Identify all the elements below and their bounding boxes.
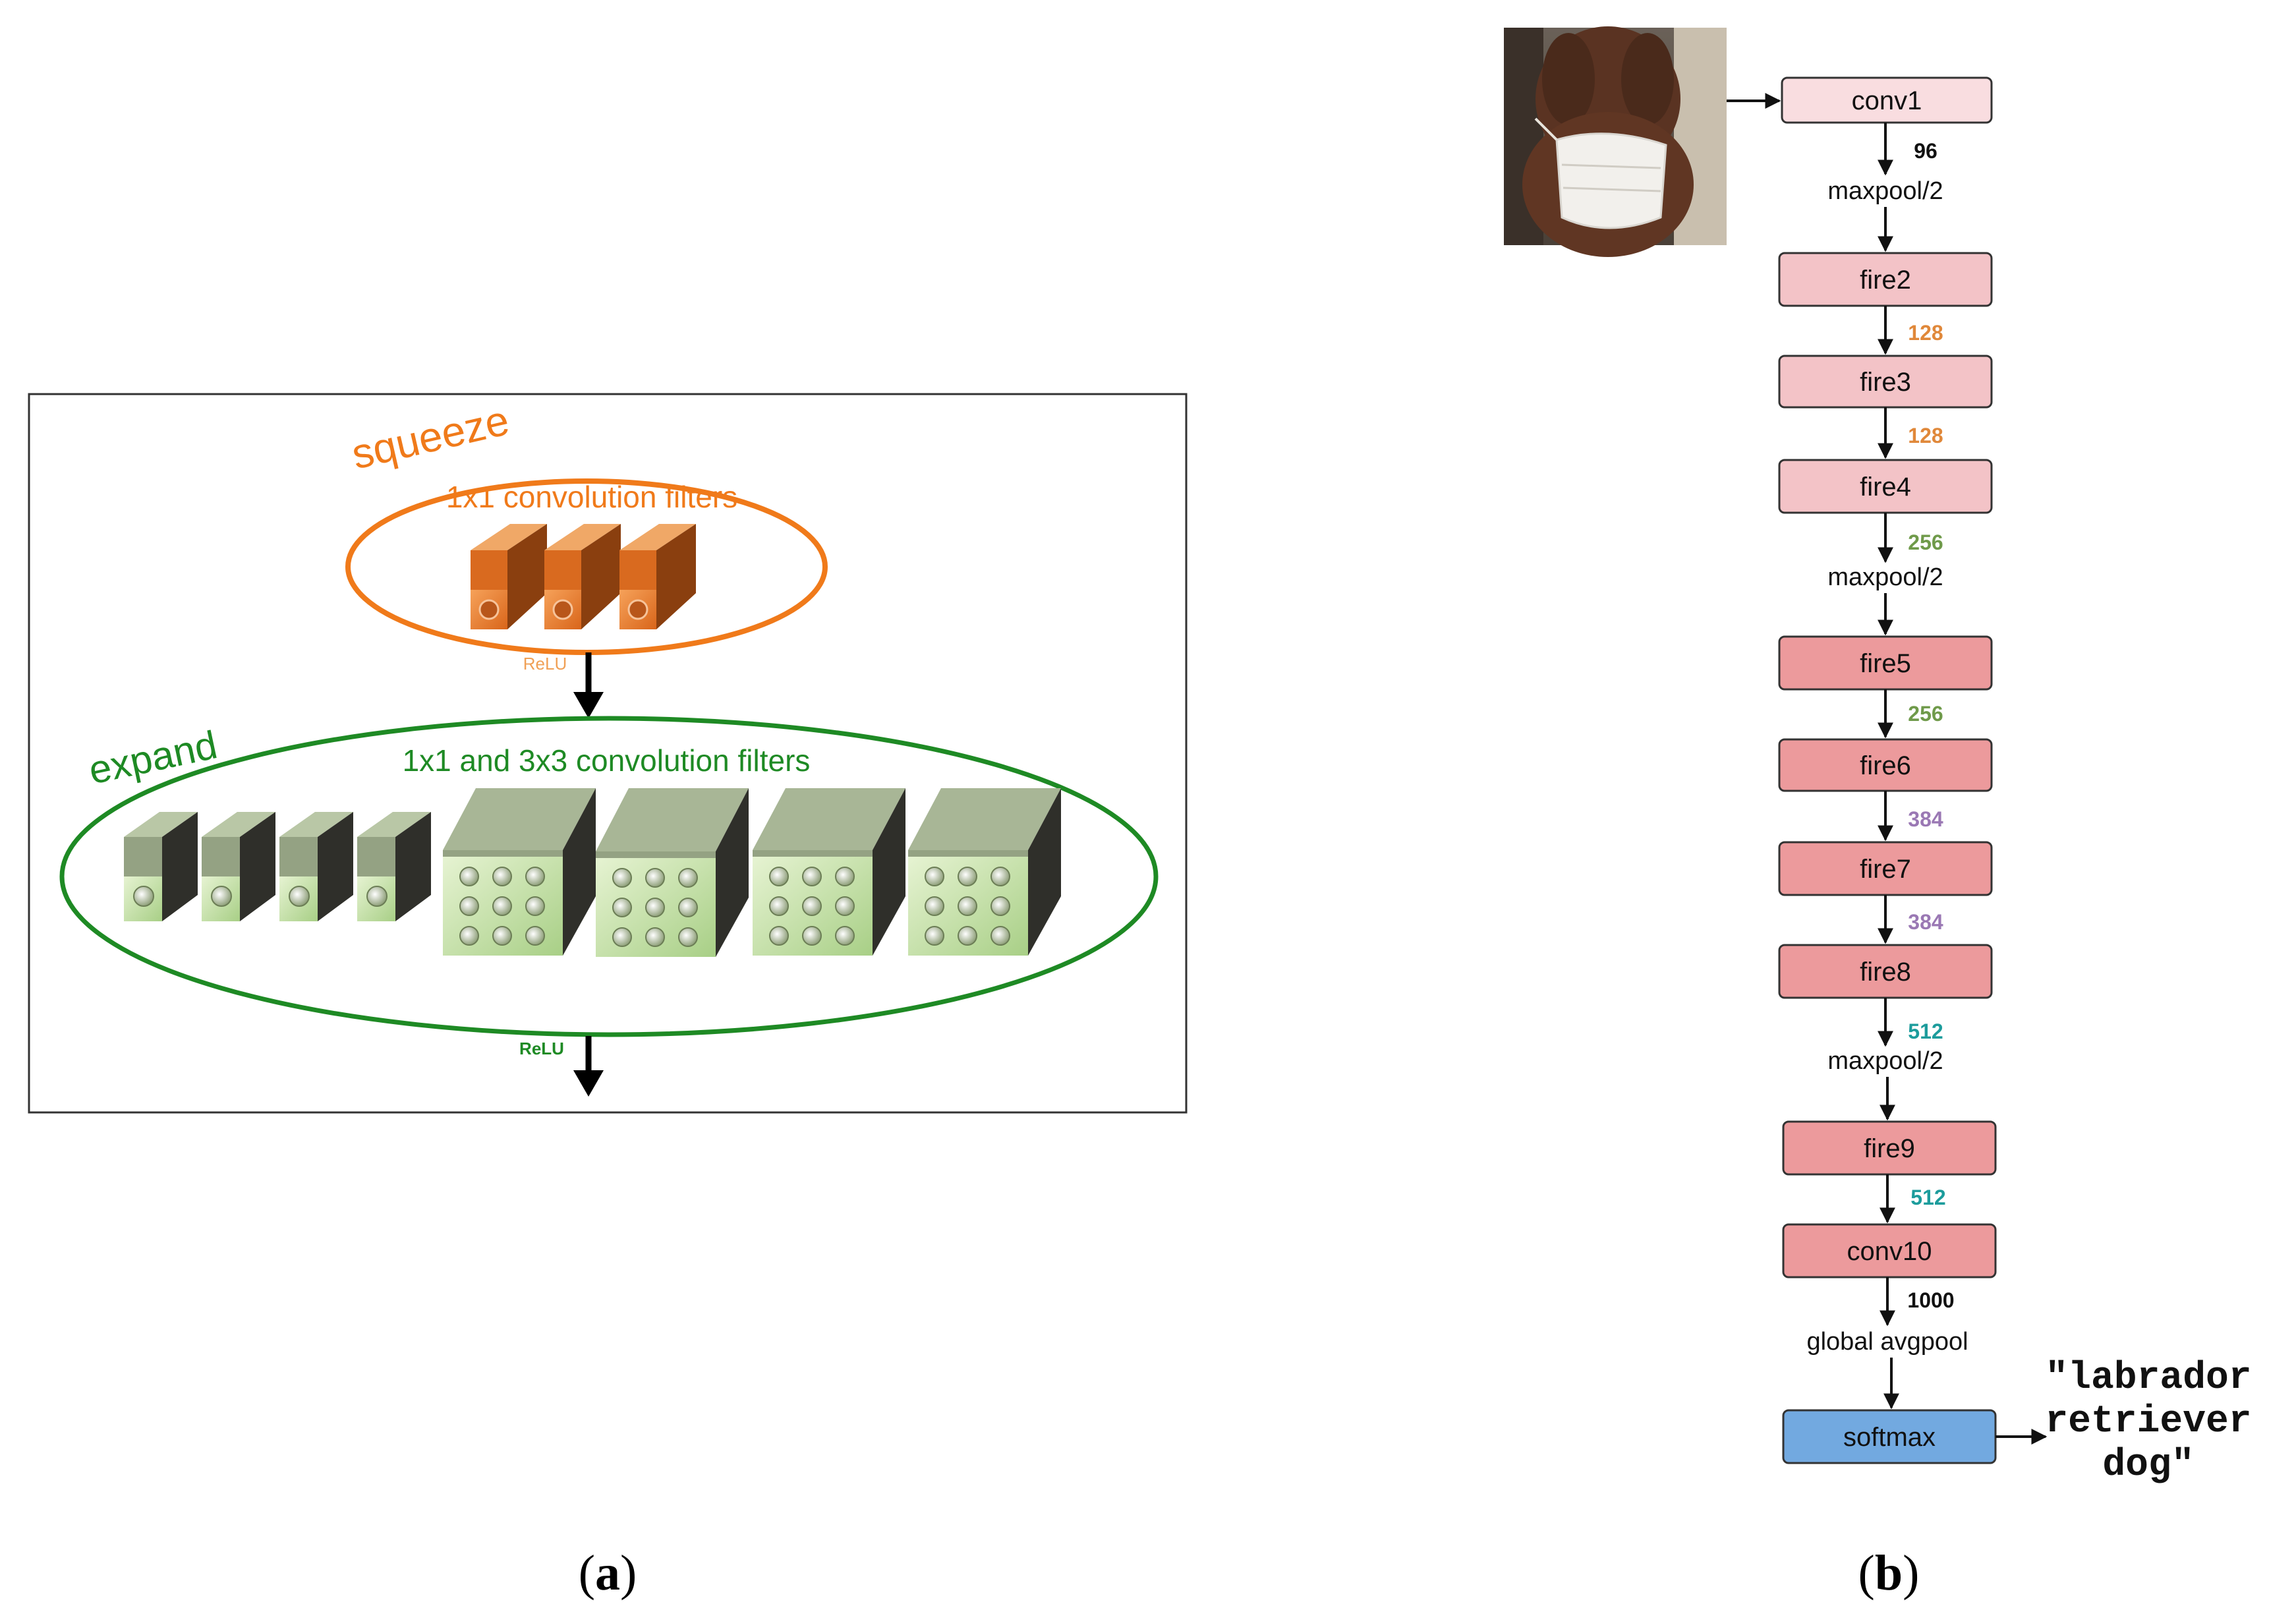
expand-1x1-filter xyxy=(279,812,353,921)
pool-label: maxpool/2 xyxy=(1827,563,1943,591)
panel-b: conv1 fire2 fire3 fire4 fire5 fire6 fire… xyxy=(1504,26,2252,1601)
squeeze-subtitle: 1x1 convolution filters xyxy=(446,480,737,514)
squeeze-relu-label: ReLU xyxy=(523,654,567,674)
panel-a-caption: (a) xyxy=(579,1545,637,1601)
block-fire2: fire2 xyxy=(1778,252,1993,307)
svg-text:retriever: retriever xyxy=(2045,1400,2251,1443)
channel-count: 512 xyxy=(1908,1019,1943,1043)
pool-label: global avgpool xyxy=(1806,1328,1968,1356)
svg-text:fire7: fire7 xyxy=(1860,855,1911,884)
channel-count: 128 xyxy=(1908,424,1943,447)
panel-b-caption: (b) xyxy=(1858,1545,1920,1601)
expand-1x1-filters xyxy=(124,812,431,921)
block-fire4: fire4 xyxy=(1778,459,1993,514)
channel-count: 256 xyxy=(1908,531,1943,554)
block-softmax: softmax xyxy=(1782,1409,1997,1464)
svg-text:fire5: fire5 xyxy=(1860,649,1911,678)
svg-text:fire8: fire8 xyxy=(1860,958,1911,987)
connectors xyxy=(1878,123,2048,1445)
block-conv10: conv10 xyxy=(1782,1223,1997,1278)
expand-1x1-filter xyxy=(357,812,431,921)
squeeze-to-expand-arrow xyxy=(573,652,604,718)
expand-3x3-filter xyxy=(596,788,749,957)
panel-a: squeeze 1x1 convolution filters xyxy=(28,393,1188,1601)
squeeze-filters xyxy=(471,524,696,629)
svg-text:dog": dog" xyxy=(2102,1444,2194,1487)
svg-text:fire2: fire2 xyxy=(1860,266,1911,295)
channel-count: 256 xyxy=(1908,702,1943,726)
expand-1x1-filter xyxy=(124,812,198,921)
expand-3x3-filter xyxy=(443,788,596,956)
svg-text:fire9: fire9 xyxy=(1864,1134,1915,1163)
channel-counts: 96 128 128 256 256 384 384 512 512 1000 xyxy=(1907,139,1954,1312)
pool-label: maxpool/2 xyxy=(1827,1047,1943,1075)
expand-3x3-filters xyxy=(443,788,1061,957)
block-fire6: fire6 xyxy=(1778,738,1993,792)
channel-count: 384 xyxy=(1908,910,1943,934)
channel-count: 1000 xyxy=(1907,1288,1954,1312)
svg-text:"labrador: "labrador xyxy=(2045,1357,2251,1400)
channel-count: 512 xyxy=(1910,1186,1945,1209)
expand-3x3-filter xyxy=(753,788,905,956)
block-fire8: fire8 xyxy=(1778,944,1993,999)
expand-1x1-filter xyxy=(202,812,275,921)
input-dog-photo xyxy=(1504,26,1727,257)
expand-ellipse xyxy=(59,716,1159,1037)
block-fire7: fire7 xyxy=(1778,841,1993,896)
expand-relu-label: ReLU xyxy=(519,1039,564,1058)
channel-count: 384 xyxy=(1908,807,1943,831)
squeeze-filter xyxy=(544,524,621,629)
svg-text:fire6: fire6 xyxy=(1860,751,1911,780)
block-conv1: conv1 xyxy=(1781,76,1993,124)
block-fire9: fire9 xyxy=(1782,1120,1997,1176)
fire-module-frame xyxy=(28,393,1188,1114)
block-fire3: fire3 xyxy=(1778,355,1993,409)
expand-3x3-filter xyxy=(908,788,1061,956)
expand-subtitle: 1x1 and 3x3 convolution filters xyxy=(403,743,811,778)
channel-count: 96 xyxy=(1914,139,1937,163)
pool-labels: maxpool/2 maxpool/2 maxpool/2 global avg… xyxy=(1803,174,1971,1359)
squeeze-filter xyxy=(471,524,547,629)
output-label: "labrador retriever dog" xyxy=(2045,1357,2251,1487)
pool-label: maxpool/2 xyxy=(1827,177,1943,205)
expand-output-arrow xyxy=(573,1036,604,1097)
squeeze-filter xyxy=(619,524,696,629)
svg-text:fire3: fire3 xyxy=(1860,368,1911,397)
block-fire5: fire5 xyxy=(1778,635,1993,691)
svg-text:conv1: conv1 xyxy=(1852,86,1922,115)
svg-text:softmax: softmax xyxy=(1843,1423,1936,1452)
svg-text:conv10: conv10 xyxy=(1847,1237,1932,1266)
svg-text:fire4: fire4 xyxy=(1860,473,1911,502)
channel-count: 128 xyxy=(1908,321,1943,345)
